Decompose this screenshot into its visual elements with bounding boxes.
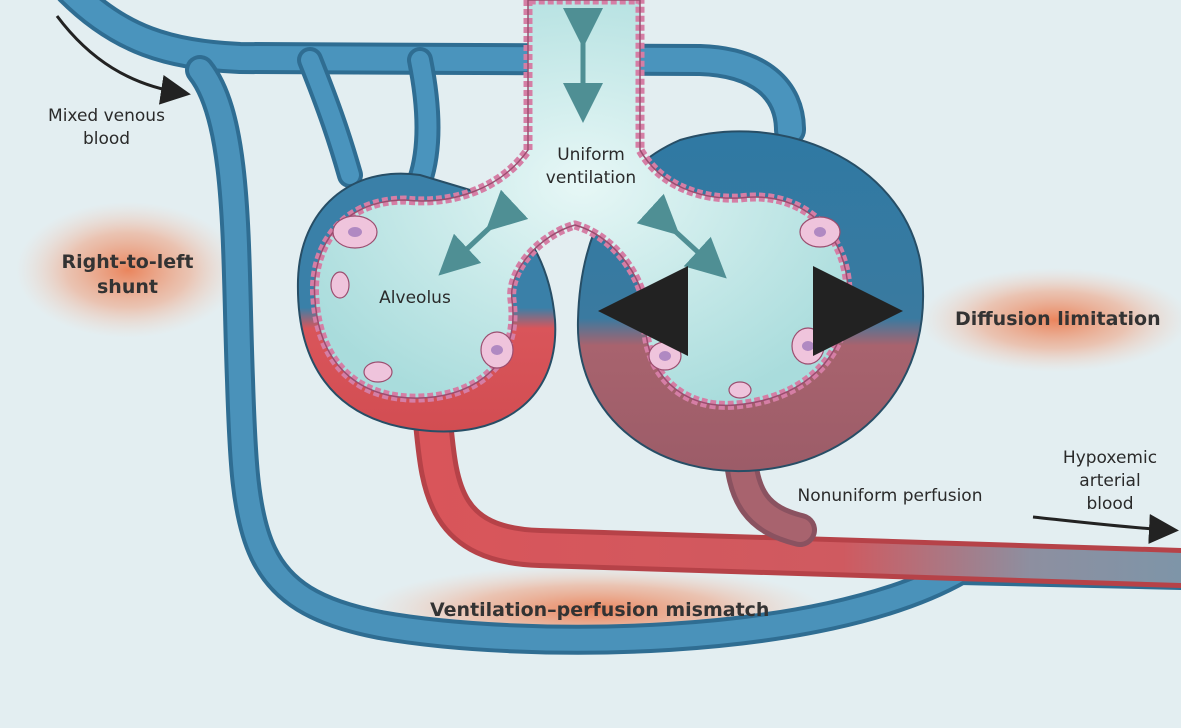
flow-arrows (55, 15, 1179, 544)
alveolar-cell (728, 381, 752, 399)
diffusion-label: Diffusion limitation (955, 308, 1161, 330)
uniform-ventilation-label: Uniform ventilation (545, 145, 637, 188)
right-branch-arrow (636, 193, 727, 279)
diffusion-glow (920, 268, 1181, 372)
shunt-glow (16, 202, 240, 338)
mixed-venous-label: Mixed venous blood (48, 106, 165, 149)
left-branch-arrow (438, 189, 529, 276)
hypoxemic-arrow (1032, 513, 1179, 544)
shunt-label: Right-to-left shunt (61, 251, 194, 298)
alveolar-cell (363, 361, 393, 383)
nonuniform-perfusion-label: Nonuniform perfusion (797, 486, 983, 506)
alveolus-label: Alveolus (379, 288, 451, 308)
vq-mismatch-label: Ventilation–perfusion mismatch (430, 599, 770, 621)
hypoxemic-arterial-label: Hypoxemic arterial blood (1062, 448, 1158, 514)
ventilation-arrows (438, 8, 727, 279)
alveolar-cell (330, 271, 350, 299)
mixed-venous-arrow (55, 15, 191, 105)
